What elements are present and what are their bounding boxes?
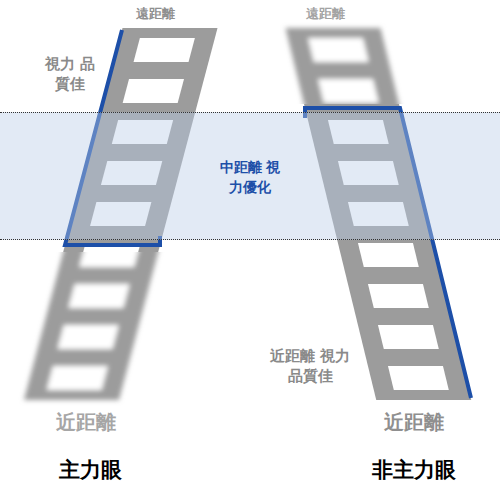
ladder-rung — [123, 79, 184, 103]
ladder-rail — [24, 252, 218, 400]
focus-band: 中距離 視力優化 — [0, 112, 500, 240]
ladder-rail — [285, 28, 471, 104]
ladder-rung — [47, 366, 108, 390]
band-label: 中距離 視力優化 — [217, 157, 283, 198]
ladder-rung — [388, 366, 449, 390]
distance-label: 近距離 — [26, 409, 146, 436]
distance-label: 近距離 — [354, 409, 474, 436]
distance-label: 遠距離 — [115, 5, 195, 23]
distance-label: 遠距離 — [285, 5, 365, 23]
ladder-rung — [79, 252, 140, 267]
ladder-rung — [134, 38, 195, 62]
quality-note: 視力 品質佳 — [44, 54, 96, 95]
ladder-rung — [57, 325, 118, 349]
quality-note: 近距離 視力品質佳 — [267, 346, 353, 387]
ladder-rung — [368, 284, 429, 308]
ladder-rung — [378, 325, 439, 349]
ladder-rung — [308, 38, 369, 62]
ladder-rung — [68, 284, 129, 308]
eye-caption: 主力眼 — [20, 456, 160, 484]
ladder-rung — [358, 243, 419, 267]
ladder-rung — [318, 79, 379, 103]
eye-caption: 非主力眼 — [334, 456, 494, 484]
